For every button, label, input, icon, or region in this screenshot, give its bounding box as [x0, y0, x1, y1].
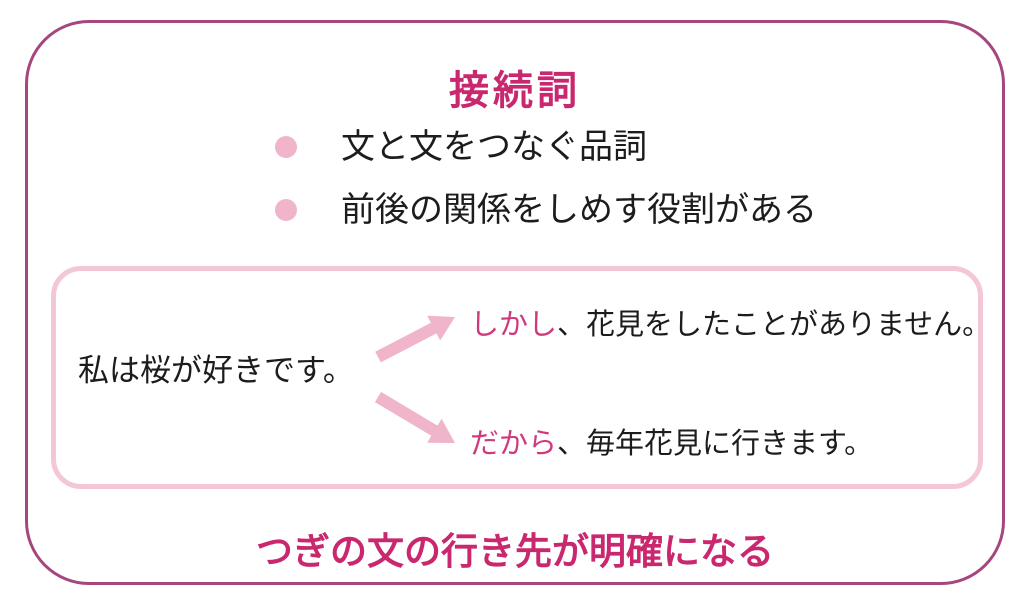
- bullet-list: 文と文をつなぐ品詞 前後の関係をしめす役割がある: [275, 124, 817, 250]
- bullet-label: 前後の関係をしめす役割がある: [341, 191, 817, 229]
- bullet-label: 文と文をつなぐ品詞: [341, 128, 647, 166]
- conjunction-highlight: だから: [470, 428, 558, 460]
- bullet-dot-icon: [275, 199, 297, 221]
- branch-sentence: しかし、花見をしたことがありません。: [470, 304, 991, 346]
- page-title: 接続詞: [449, 69, 581, 113]
- branch-continuation: 、毎年花見に行きます。: [557, 428, 874, 460]
- arrow-up-right-icon: [375, 315, 455, 363]
- branch-sentence: だから、毎年花見に行きます。: [470, 423, 873, 465]
- conjunction-highlight: しかし: [470, 309, 558, 341]
- list-item: 文と文をつなぐ品詞: [275, 124, 817, 170]
- branch-arrows: [374, 315, 455, 443]
- outer-frame: 接続詞 文と文をつなぐ品詞 前後の関係をしめす役割がある 私は桜が好きです。 し…: [25, 20, 1005, 585]
- conclusion-note: つぎの文の行き先が明確になる: [256, 531, 774, 572]
- branch-continuation: 、花見をしたことがありません。: [557, 309, 992, 341]
- arrow-down-right-icon: [374, 391, 455, 443]
- example-box: 私は桜が好きです。 しかし、花見をしたことがありません。 だから、毎年花見に行き…: [51, 266, 991, 489]
- list-item: 前後の関係をしめす役割がある: [275, 187, 817, 233]
- bullet-dot-icon: [275, 136, 297, 158]
- source-sentence: 私は桜が好きです。: [78, 353, 354, 388]
